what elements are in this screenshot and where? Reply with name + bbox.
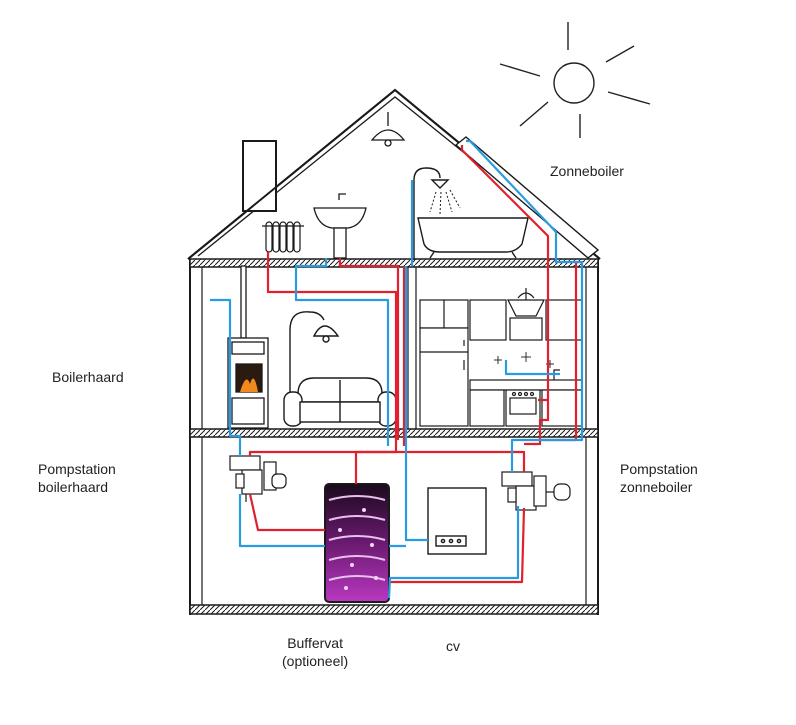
- label-pompstation-zonneboiler: Pompstation zonneboiler: [620, 460, 698, 496]
- sun-icon: [500, 22, 650, 138]
- cv-boiler-icon: [428, 488, 486, 554]
- radiator-icon: [262, 222, 304, 252]
- floor-ground: [190, 429, 598, 437]
- label-cv: cv: [446, 637, 460, 655]
- buffer-tank: [325, 484, 389, 602]
- ceiling-lamp-icon: [372, 112, 404, 146]
- label-boilerhaard-text: Boilerhaard: [52, 368, 124, 386]
- floor-basement: [190, 605, 598, 614]
- label-pompstation-boilerhaard: Pompstation boilerhaard: [38, 460, 116, 496]
- label-zonneboiler-text: Zonneboiler: [550, 162, 624, 180]
- label-buffervat: Buffervat (optioneel): [282, 634, 348, 670]
- bathtub-icon: [418, 218, 528, 258]
- sofa-icon: [284, 378, 396, 426]
- label-buffervat-line1: Buffervat: [282, 634, 348, 652]
- washbasin-icon: [314, 194, 366, 258]
- label-boilerhaard: Boilerhaard: [52, 368, 124, 386]
- wood-stove-icon: [228, 266, 268, 428]
- label-pompstation-zonneboiler-line1: Pompstation: [620, 460, 698, 478]
- label-cv-text: cv: [446, 637, 460, 655]
- label-pompstation-boilerhaard-line2: boilerhaard: [38, 478, 116, 496]
- pump-station-left-icon: [230, 456, 286, 502]
- label-pompstation-zonneboiler-line2: zonneboiler: [620, 478, 698, 496]
- kitchen-icon: [420, 288, 582, 426]
- label-buffervat-line2: (optioneel): [282, 652, 348, 670]
- label-zonneboiler: Zonneboiler: [550, 162, 624, 180]
- pump-station-right-icon: [502, 472, 570, 510]
- label-pompstation-boilerhaard-line1: Pompstation: [38, 460, 116, 478]
